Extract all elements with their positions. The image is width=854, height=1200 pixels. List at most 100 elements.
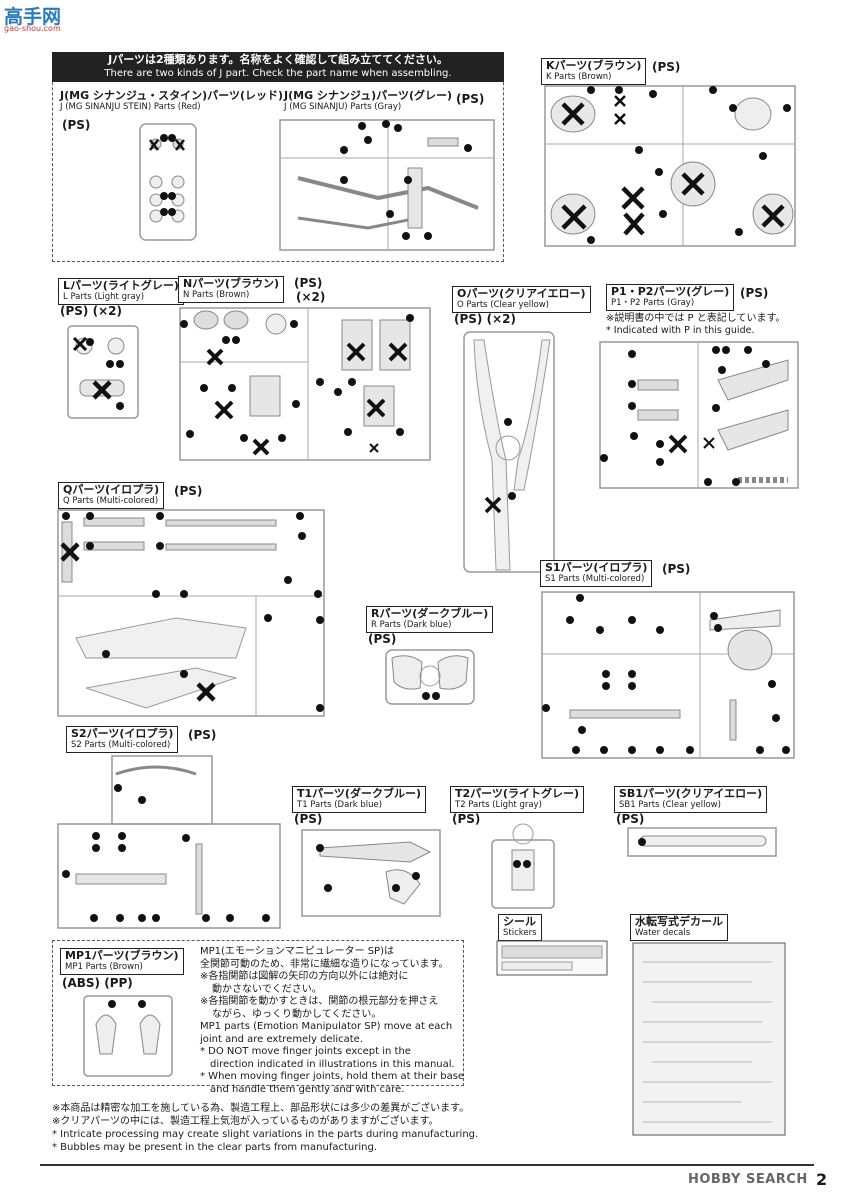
label-en: S1 Parts (Multi-colored) — [545, 573, 645, 584]
runner-t1 — [301, 829, 441, 917]
runner-r — [385, 649, 475, 705]
material-l: (PS) (×2) — [60, 304, 122, 318]
label-o: Oパーツ(クリアイエロー) O Parts (Clear yellow) — [452, 286, 591, 314]
label-mp1: MP1パーツ(ブラウン) MP1 Parts (Brown) — [60, 948, 184, 976]
runner-j-gray — [279, 119, 495, 251]
label-jp: MP1パーツ(ブラウン) — [65, 949, 179, 962]
runner-s1 — [541, 591, 795, 759]
runner-j-red — [139, 123, 197, 241]
label-en: J (MG SINANJU STEIN) Parts (Red) — [60, 101, 201, 112]
mp1-note-line: ※各指関節を動かすときは、関節の根元部分を押さえ — [200, 996, 439, 1007]
label-en: MP1 Parts (Brown) — [65, 961, 143, 972]
footer-rule — [40, 1164, 814, 1166]
quantity-n: (×2) — [296, 290, 326, 304]
runner-k — [544, 85, 796, 247]
runner-s2 — [57, 755, 281, 929]
runner-p — [599, 341, 799, 489]
label-en: R Parts (Dark blue) — [371, 619, 452, 630]
j-parts-banner: Jパーツは2種類あります。名称をよく確認して組み立ててください。 There a… — [52, 52, 504, 82]
material-mp1: (ABS) (PP) — [62, 976, 133, 990]
runner-t2 — [491, 823, 555, 909]
label-jp: J(MG シナンジュ)パーツ(グレー) — [284, 89, 453, 102]
label-jp: J(MG シナンジュ・スタイン)パーツ(レッド) — [60, 89, 284, 102]
brand-logo: HOBBY SEARCH — [688, 1172, 808, 1187]
runner-o — [463, 331, 555, 573]
footer-note-line: * Bubbles may be present in the clear pa… — [52, 1142, 378, 1153]
label-jp: Oパーツ(クリアイエロー) — [457, 287, 586, 300]
label-jp: T1パーツ(ダークブルー) — [297, 787, 421, 800]
label-jp: Qパーツ(イロプラ) — [63, 483, 160, 496]
label-p: P1・P2パーツ(グレー) P1・P2 Parts (Gray) — [606, 284, 735, 312]
label-en: T1 Parts (Dark blue) — [297, 799, 383, 810]
runner-sb1 — [627, 827, 777, 857]
label-en: Stickers — [503, 927, 537, 938]
banner-jp: Jパーツは2種類あります。名称をよく確認して組み立ててください。 — [108, 53, 448, 66]
material-sb1: (PS) — [616, 812, 645, 826]
footer-note-line: * Intricate processing may create slight… — [52, 1129, 479, 1140]
label-jp: S2パーツ(イロプラ) — [71, 727, 174, 740]
label-stickers: シール Stickers — [498, 914, 542, 942]
mp1-note-line: MP1(エモーションマニピュレーター SP)は — [200, 946, 394, 957]
label-en: SB1 Parts (Clear yellow) — [619, 799, 721, 810]
label-en: O Parts (Clear yellow) — [457, 299, 550, 310]
label-s2: S2パーツ(イロプラ) S2 Parts (Multi-colored) — [66, 726, 179, 754]
p-note-en: * Indicated with P in this guide. — [606, 325, 755, 336]
mp1-note-line: and handle them gently and with care. — [210, 1083, 405, 1095]
material-s1: (PS) — [662, 562, 691, 576]
label-jp: Kパーツ(ブラウン) — [546, 59, 642, 72]
mp1-note-line: MP1 parts (Emotion Manipulator SP) move … — [200, 1021, 453, 1032]
label-j-gray: J(MG シナンジュ)パーツ(グレー) J (MG SINANJU) Parts… — [284, 89, 453, 113]
label-jp: S1パーツ(イロプラ) — [545, 561, 648, 574]
mp1-note-line: 全関節可動のため、非常に繊細な造りになっています。 — [200, 958, 449, 970]
material-n: (PS) — [294, 276, 323, 290]
label-en: Q Parts (Multi-colored) — [63, 495, 159, 506]
page-number: 2 — [816, 1170, 828, 1189]
material-o: (PS) (×2) — [454, 312, 516, 326]
banner-en: There are two kinds of J part. Check the… — [104, 68, 452, 80]
label-l: Lパーツ(ライトグレー) L Parts (Light gray) — [58, 278, 184, 306]
label-jp: シール — [503, 915, 536, 928]
p-note-jp: ※説明書の中では P と表記しています。 — [606, 313, 786, 324]
footer-note-line: ※クリアパーツの中には、製造工程上気泡が入っているものがありますがございます。 — [52, 1116, 439, 1127]
mp1-note-line: ※各指関節は図解の矢印の方向以外には絶対に — [200, 971, 409, 982]
material-q: (PS) — [174, 484, 203, 498]
sticker-sheet — [496, 940, 608, 976]
material-t2: (PS) — [452, 812, 481, 826]
material-s2: (PS) — [188, 728, 217, 742]
label-jp: SB1パーツ(クリアイエロー) — [619, 787, 763, 800]
material-j-red: (PS) — [62, 118, 91, 132]
label-t2: T2パーツ(ライトグレー) T2 Parts (Light gray) — [450, 786, 584, 814]
label-en: S2 Parts (Multi-colored) — [71, 739, 171, 750]
mp1-box — [52, 940, 464, 1086]
label-k: Kパーツ(ブラウン) K Parts (Brown) — [541, 58, 647, 86]
label-jp: Lパーツ(ライトグレー) — [63, 279, 179, 292]
watermark-url: gao-shou.com — [4, 24, 61, 33]
material-k: (PS) — [652, 60, 681, 74]
material-r: (PS) — [368, 632, 397, 646]
material-t1: (PS) — [294, 812, 323, 826]
label-s1: S1パーツ(イロプラ) S1 Parts (Multi-colored) — [540, 560, 653, 588]
label-en: T2 Parts (Light gray) — [455, 799, 542, 810]
runner-l — [67, 325, 139, 419]
mp1-note-line: joint and are extremely delicate. — [200, 1033, 364, 1045]
label-j-red: J(MG シナンジュ・スタイン)パーツ(レッド) J (MG SINANJU S… — [60, 89, 284, 113]
material-j-gray: (PS) — [456, 92, 485, 106]
mp1-note: MP1(エモーションマニピュレーター SP)は 全関節可動のため、非常に繊細な造… — [200, 946, 464, 1096]
label-en: N Parts (Brown) — [183, 289, 250, 300]
mp1-note-line: direction indicated in illustrations in … — [210, 1058, 455, 1070]
label-jp: T2パーツ(ライトグレー) — [455, 787, 579, 800]
runner-q — [57, 509, 325, 717]
mp1-note-line: * When moving finger joints, hold them a… — [200, 1071, 465, 1082]
label-r: Rパーツ(ダークブルー) R Parts (Dark blue) — [366, 606, 494, 634]
label-en: L Parts (Light gray) — [63, 291, 145, 302]
runner-mp1 — [83, 995, 173, 1077]
mp1-note-line: * DO NOT move finger joints except in th… — [200, 1046, 411, 1057]
decal-sheet — [632, 942, 786, 1136]
label-jp: 水転写式デカール — [635, 915, 723, 928]
label-t1: T1パーツ(ダークブルー) T1 Parts (Dark blue) — [292, 786, 426, 814]
footer-notes: ※本商品は精密な加工を施している為、製造工程上、部品形状には多少の差異がございま… — [52, 1102, 478, 1154]
label-n: Nパーツ(ブラウン) N Parts (Brown) — [178, 276, 285, 304]
label-en: K Parts (Brown) — [546, 71, 612, 82]
label-jp: Rパーツ(ダークブルー) — [371, 607, 489, 620]
label-q: Qパーツ(イロプラ) Q Parts (Multi-colored) — [58, 482, 165, 510]
